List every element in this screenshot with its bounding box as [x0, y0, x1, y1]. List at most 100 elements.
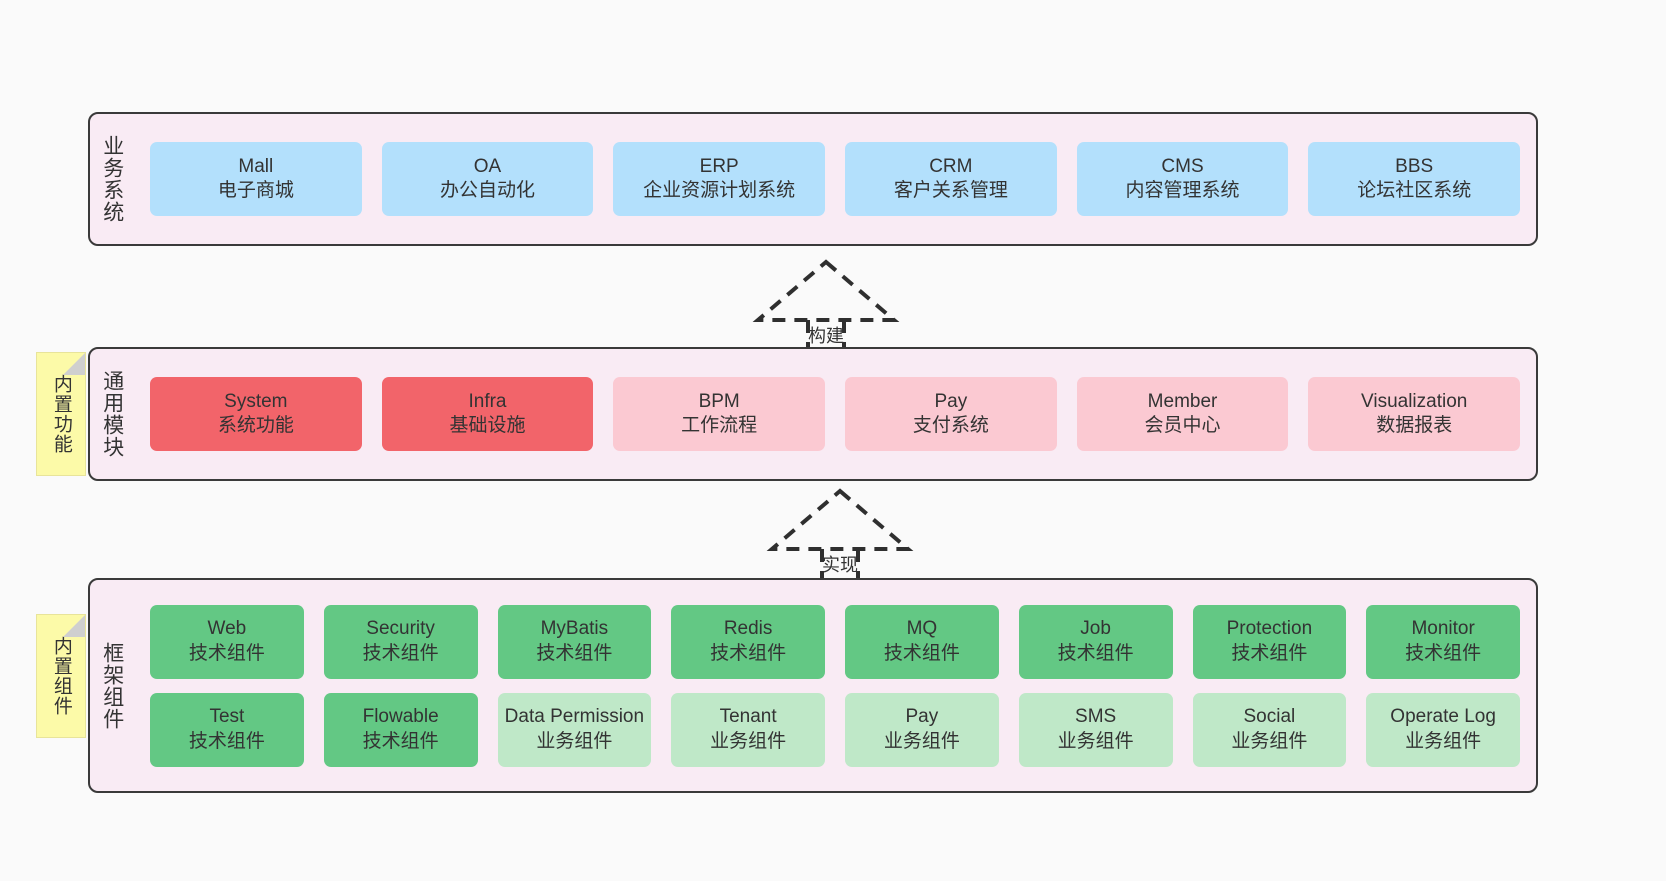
node-title: CRM — [929, 155, 973, 177]
node-pay-component[interactable]: Pay 业务组件 — [845, 692, 999, 767]
node-title: BBS — [1395, 155, 1434, 177]
node-subtitle: 业务组件 — [1405, 730, 1482, 752]
node-title: Web — [207, 618, 247, 640]
node-title: Member — [1147, 390, 1218, 412]
node-pay-module[interactable]: Pay 支付系统 — [845, 377, 1057, 451]
node-subtitle: 技术组件 — [188, 730, 265, 752]
node-infra[interactable]: Infra 基础设施 — [381, 377, 594, 451]
node-subtitle: 技术组件 — [362, 730, 439, 752]
node-subtitle: 业务组件 — [1231, 730, 1308, 752]
node-subtitle: 电子商城 — [217, 180, 294, 201]
node-mq[interactable]: MQ 技术组件 — [845, 604, 999, 679]
node-flowable[interactable]: Flowable 技术组件 — [323, 692, 478, 767]
node-bpm[interactable]: BPM 工作流程 — [613, 377, 826, 451]
node-subtitle: 企业资源计划系统 — [643, 180, 796, 201]
node-title: Test — [209, 706, 245, 728]
node-title: System — [224, 390, 288, 412]
node-subtitle: 工作流程 — [681, 415, 758, 436]
node-row: Mall 电子商城 OA 办公自动化 ERP 企业资源计划系统 CRM 客户关系… — [150, 142, 1521, 216]
node-tenant[interactable]: Tenant 业务组件 — [671, 692, 825, 767]
node-subtitle: 技术组件 — [188, 642, 265, 664]
node-subtitle: 业务组件 — [1057, 730, 1134, 752]
node-bbs[interactable]: BBS 论坛社区系统 — [1308, 142, 1521, 216]
node-cms[interactable]: CMS 内容管理系统 — [1076, 142, 1289, 216]
node-title: Data Permission — [504, 706, 645, 728]
sticky-note-builtin-components: 内置组件 — [36, 614, 86, 738]
node-title: Flowable — [362, 706, 439, 728]
layer-body-framework-components: Web 技术组件 Security 技术组件 MyBatis 技术组件 Redi… — [134, 580, 1536, 791]
node-mall[interactable]: Mall 电子商城 — [150, 142, 362, 216]
layer-body-common-modules: System 系统功能 Infra 基础设施 BPM 工作流程 Pay 支付系统… — [134, 349, 1536, 479]
layer-title-common-modules: 通用模块 — [100, 370, 124, 458]
node-subtitle: 技术组件 — [536, 642, 613, 664]
node-subtitle: 系统功能 — [217, 415, 294, 436]
node-oa[interactable]: OA 办公自动化 — [381, 142, 594, 216]
node-subtitle: 数据报表 — [1376, 415, 1453, 436]
node-job[interactable]: Job 技术组件 — [1018, 604, 1173, 679]
node-subtitle: 技术组件 — [1405, 642, 1482, 664]
node-member[interactable]: Member 会员中心 — [1076, 377, 1289, 451]
node-title: MQ — [906, 618, 938, 640]
node-title: Operate Log — [1390, 706, 1496, 728]
node-subtitle: 内容管理系统 — [1125, 180, 1240, 201]
node-monitor[interactable]: Monitor 技术组件 — [1366, 604, 1520, 679]
node-title: MyBatis — [540, 618, 609, 640]
node-subtitle: 基础设施 — [449, 415, 526, 436]
connector-build-label: 构建 — [808, 326, 844, 346]
node-title: ERP — [699, 155, 739, 177]
node-operate-log[interactable]: Operate Log 业务组件 — [1366, 692, 1520, 767]
node-subtitle: 技术组件 — [883, 642, 960, 664]
layer-business-systems: 业务系统 Mall 电子商城 OA 办公自动化 ERP 企业资源计划系统 CRM… — [88, 112, 1538, 246]
node-sms[interactable]: SMS 业务组件 — [1018, 692, 1173, 767]
node-crm[interactable]: CRM 客户关系管理 — [845, 142, 1057, 216]
node-security[interactable]: Security 技术组件 — [323, 604, 478, 679]
node-subtitle: 业务组件 — [883, 730, 960, 752]
node-title: Job — [1080, 618, 1111, 640]
node-subtitle: 技术组件 — [362, 642, 439, 664]
node-row: Web 技术组件 Security 技术组件 MyBatis 技术组件 Redi… — [150, 604, 1520, 679]
node-protection[interactable]: Protection 技术组件 — [1192, 604, 1347, 679]
connector-realize: 实现 — [760, 487, 920, 583]
layer-body-business-systems: Mall 电子商城 OA 办公自动化 ERP 企业资源计划系统 CRM 客户关系… — [134, 114, 1536, 244]
node-data-permission[interactable]: Data Permission 业务组件 — [497, 692, 652, 767]
node-subtitle: 论坛社区系统 — [1357, 180, 1472, 201]
node-redis[interactable]: Redis 技术组件 — [671, 604, 825, 679]
node-title: Redis — [723, 618, 773, 640]
node-title: BPM — [698, 390, 740, 412]
node-subtitle: 办公自动化 — [440, 180, 536, 201]
layer-title-framework-components: 框架组件 — [100, 641, 124, 730]
node-title: Infra — [468, 390, 507, 412]
node-title: Security — [366, 618, 435, 640]
layer-framework-components: 框架组件 Web 技术组件 Security 技术组件 MyBatis 技术组件… — [88, 578, 1538, 793]
node-subtitle: 业务组件 — [710, 730, 787, 752]
node-title: CMS — [1161, 155, 1204, 177]
node-title: Pay — [905, 706, 939, 728]
node-test[interactable]: Test 技术组件 — [150, 692, 304, 767]
sticky-note-label: 内置组件 — [50, 636, 72, 716]
connector-build: 构建 — [746, 258, 906, 354]
sticky-note-label: 内置功能 — [50, 374, 72, 454]
connector-realize-label: 实现 — [822, 555, 858, 575]
node-title: OA — [473, 155, 502, 177]
node-title: Visualization — [1361, 390, 1468, 412]
node-title: Social — [1243, 706, 1296, 728]
node-subtitle: 技术组件 — [710, 642, 787, 664]
node-subtitle: 支付系统 — [912, 415, 989, 436]
node-subtitle: 客户关系管理 — [893, 180, 1008, 201]
layer-title-business-systems: 业务系统 — [100, 135, 124, 223]
node-mybatis[interactable]: MyBatis 技术组件 — [497, 604, 652, 679]
node-system[interactable]: System 系统功能 — [150, 377, 362, 451]
node-title: Tenant — [719, 706, 777, 728]
node-row: System 系统功能 Infra 基础设施 BPM 工作流程 Pay 支付系统… — [150, 377, 1521, 451]
node-social[interactable]: Social 业务组件 — [1192, 692, 1347, 767]
node-web[interactable]: Web 技术组件 — [150, 604, 304, 679]
node-title: Pay — [934, 390, 968, 412]
node-row: Test 技术组件 Flowable 技术组件 Data Permission … — [150, 692, 1520, 767]
layer-common-modules: 通用模块 System 系统功能 Infra 基础设施 BPM 工作流程 Pay… — [88, 347, 1538, 481]
node-subtitle: 技术组件 — [1057, 642, 1134, 664]
node-title: Protection — [1226, 618, 1313, 640]
node-visualization[interactable]: Visualization 数据报表 — [1308, 377, 1521, 451]
node-erp[interactable]: ERP 企业资源计划系统 — [613, 142, 826, 216]
sticky-note-builtin-functions: 内置功能 — [36, 352, 86, 476]
